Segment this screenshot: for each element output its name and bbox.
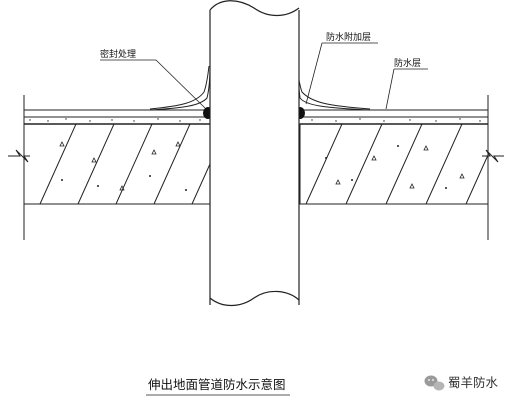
label-seal-treatment: 密封处理 [100, 48, 206, 109]
label-waterproof-layer: 防水层 [385, 57, 428, 110]
pipe [209, 0, 300, 307]
aggregate-triangles [59, 141, 465, 191]
wechat-icon [424, 375, 445, 391]
aggregate-specks [29, 118, 481, 191]
concrete-slab-right [299, 95, 504, 240]
caption: 伸出地面管道防水示意图 [146, 377, 290, 396]
label-waterproof-additional: 防水附加层 [305, 31, 378, 105]
label-layer-text: 防水层 [394, 57, 421, 69]
watermark: 蜀羊防水 [424, 375, 499, 391]
watermark-text: 蜀羊防水 [448, 375, 499, 390]
label-additional-text: 防水附加层 [326, 31, 371, 43]
label-seal-text: 密封处理 [100, 48, 136, 60]
caption-text: 伸出地面管道防水示意图 [148, 377, 286, 392]
concrete-slab-left [8, 95, 211, 240]
